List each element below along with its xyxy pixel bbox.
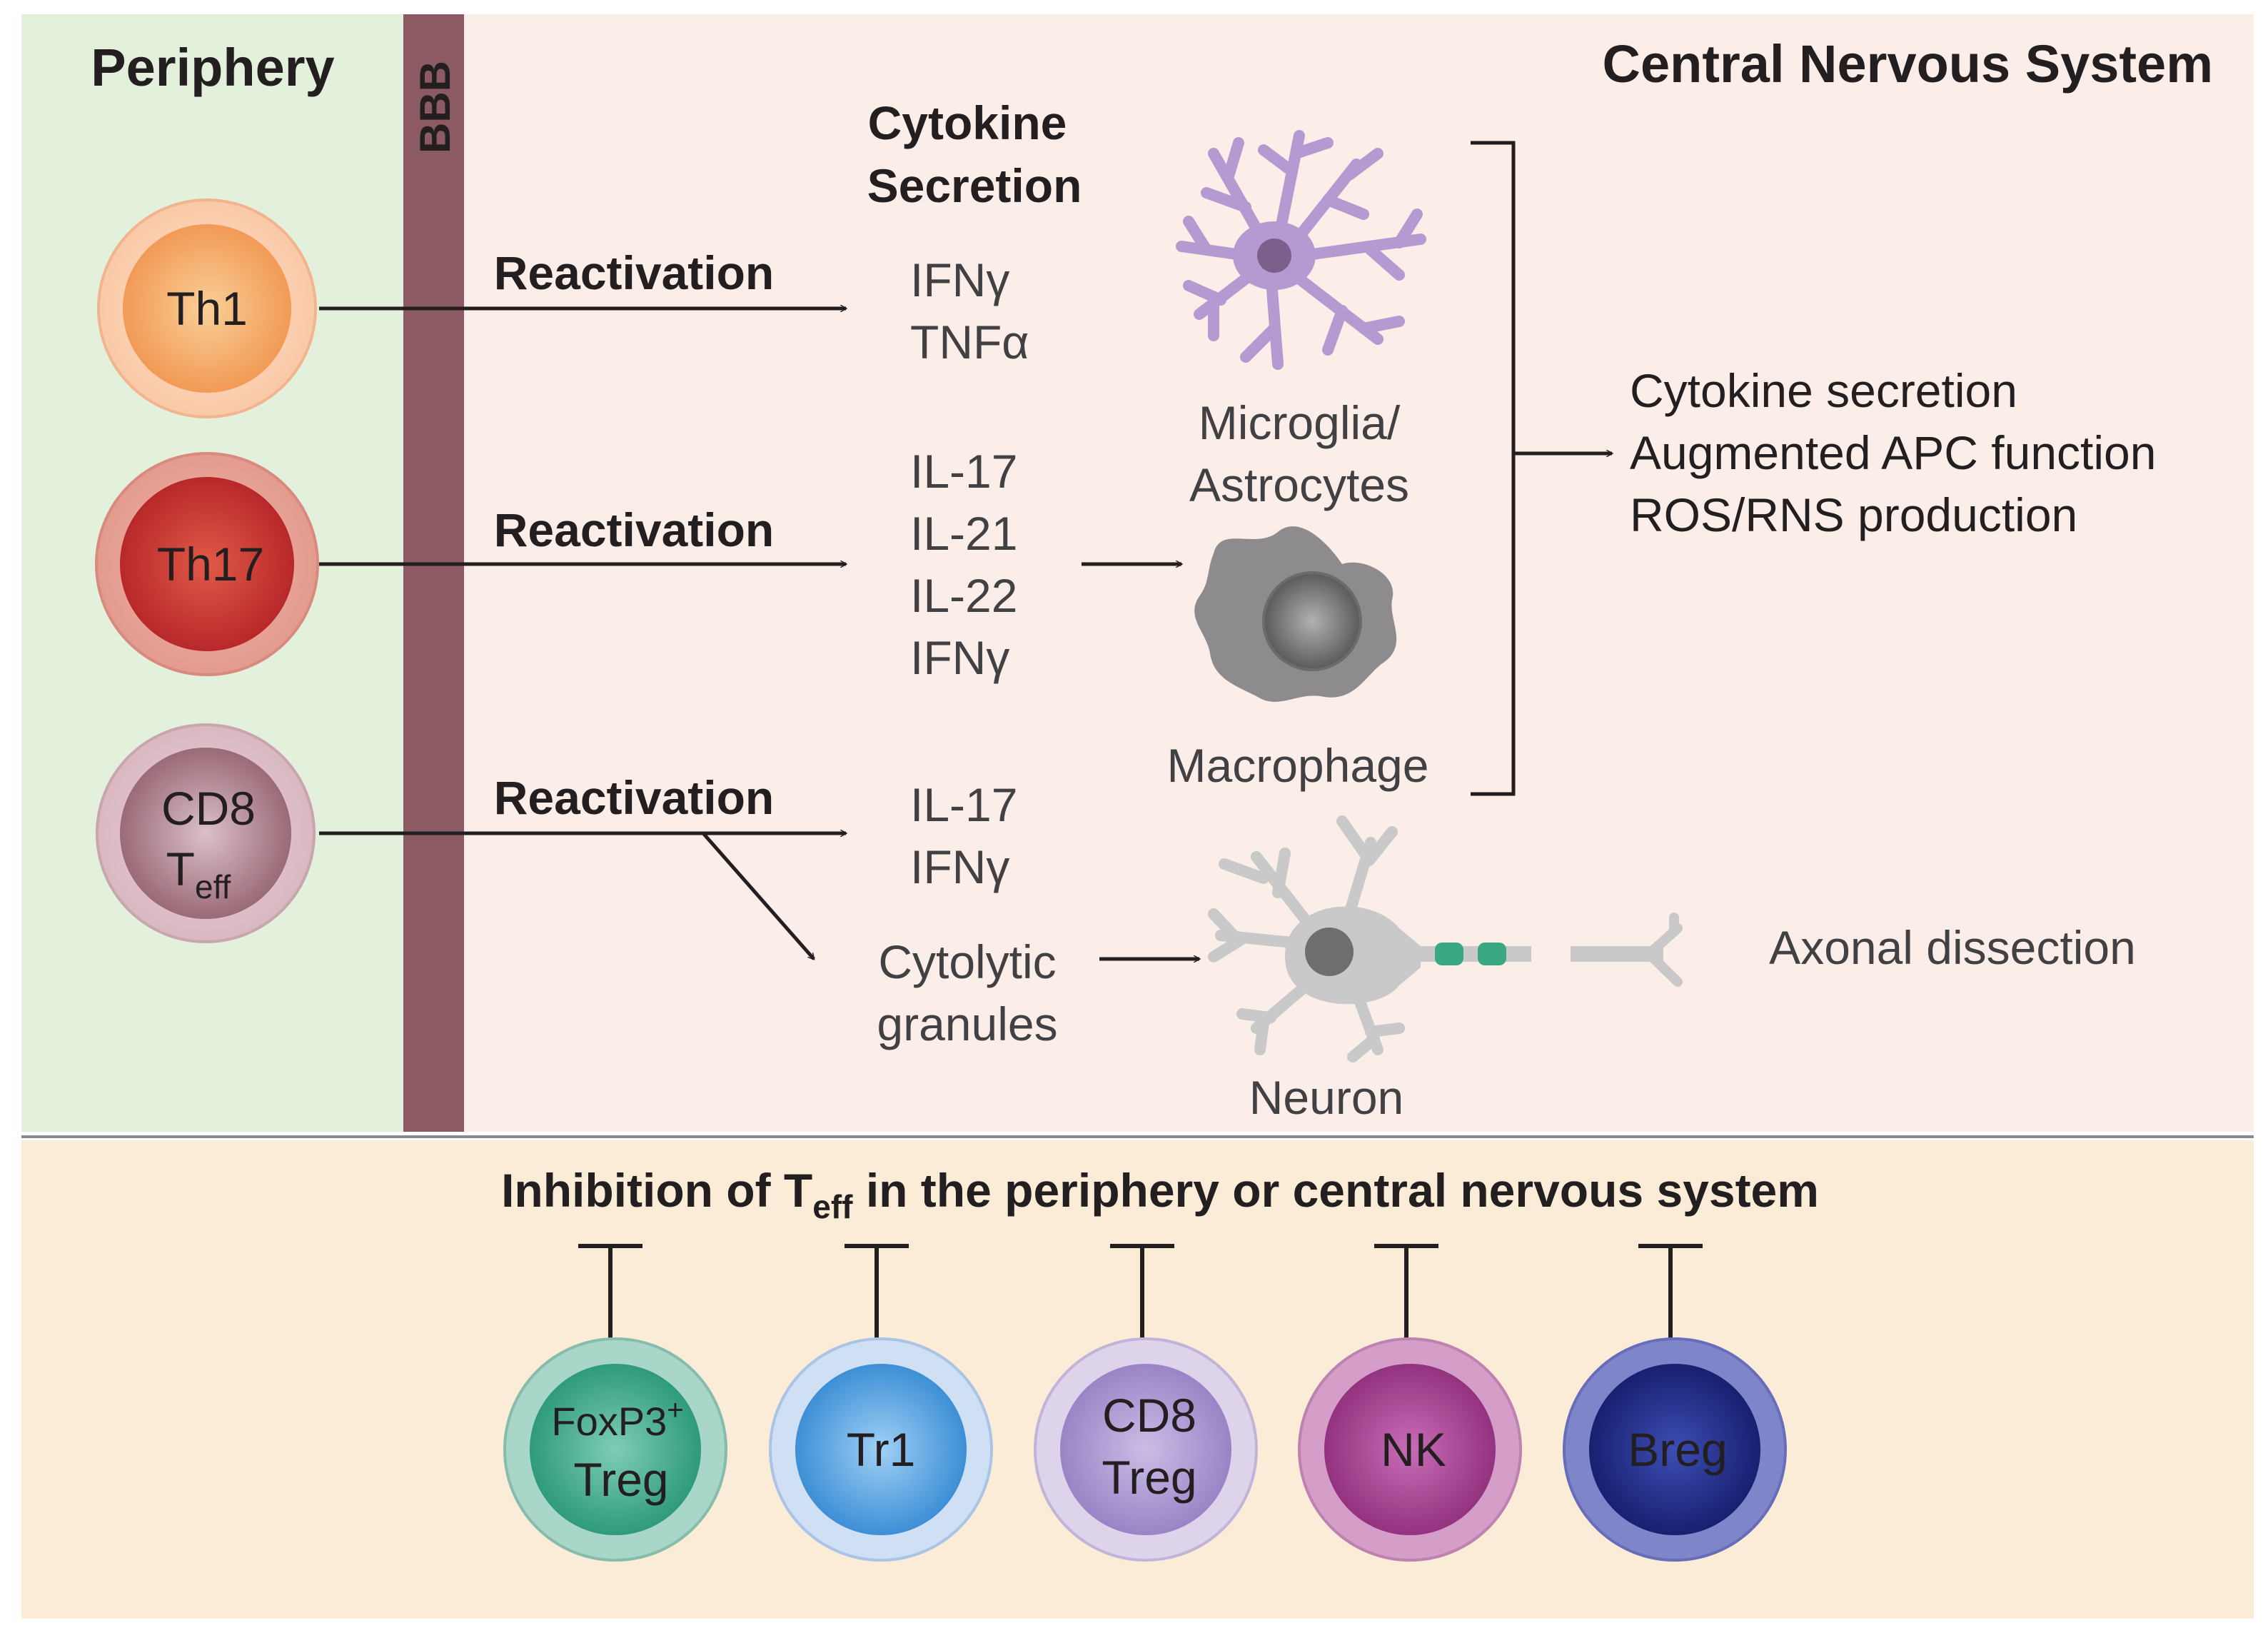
th1-cell: Th1 bbox=[97, 199, 317, 418]
axonal-dissection-label: Axonal dissection bbox=[1769, 921, 2136, 974]
teff-label: Teff bbox=[166, 843, 231, 905]
cytokine-ifng: IFNγ bbox=[910, 253, 1009, 306]
cytokine-header-line1: Cytokine bbox=[868, 96, 1067, 149]
cd8-cytokines: IL-17 IFNγ bbox=[910, 778, 1017, 893]
cd8-label: CD8 bbox=[161, 782, 256, 835]
cytokine-ifng: IFNγ bbox=[910, 840, 1009, 893]
th17-cytokines: IL-17 IL-21 IL-22 IFNγ bbox=[910, 445, 1017, 684]
outcome-cytokine-secretion: Cytokine secretion bbox=[1630, 364, 2017, 417]
periphery-title: Periphery bbox=[91, 38, 334, 97]
regulatory-cell-nk: NK bbox=[1298, 1244, 1522, 1562]
nk-label: NK bbox=[1381, 1423, 1446, 1476]
cytokine-il21: IL-21 bbox=[910, 507, 1017, 560]
cytokine-il17: IL-17 bbox=[910, 778, 1017, 831]
cytolytic-label-line1: Cytolytic bbox=[878, 935, 1056, 988]
reactivation-label-1: Reactivation bbox=[494, 246, 774, 299]
regulatory-cell-tr1: Tr1 bbox=[769, 1244, 993, 1562]
cytolytic-label-line2: granules bbox=[877, 998, 1057, 1050]
foxp3-label: FoxP3+ bbox=[551, 1395, 683, 1444]
cns-title: Central Nervous System bbox=[1603, 34, 2213, 94]
regulatory-cell-cd8-treg: CD8 Treg bbox=[1034, 1244, 1258, 1562]
foxp3-treg-label: Treg bbox=[573, 1453, 668, 1506]
outcome-ros-rns: ROS/RNS production bbox=[1630, 488, 2077, 541]
cytokine-il22: IL-22 bbox=[910, 569, 1017, 622]
cd8-cytolytic-arrow bbox=[702, 832, 815, 959]
cd8-teff-cell: CD8 Teff bbox=[96, 723, 316, 943]
microglia-label-line1: Microglia/ bbox=[1199, 396, 1401, 449]
cytokine-tnfa: TNFα bbox=[910, 316, 1029, 368]
cd8-treg-label-line2: Treg bbox=[1102, 1451, 1196, 1504]
th17-cell: Th17 bbox=[95, 452, 319, 676]
th1-label: Th1 bbox=[166, 282, 248, 335]
inhibition-title: Inhibition of Teff in the periphery or c… bbox=[501, 1164, 1819, 1225]
outcome-list: Cytokine secretion Augmented APC functio… bbox=[1630, 364, 2156, 541]
macrophage-icon bbox=[1194, 526, 1397, 702]
outcome-apc-function: Augmented APC function bbox=[1630, 426, 2156, 479]
cytokine-ifng: IFNγ bbox=[910, 631, 1009, 684]
tr1-label: Tr1 bbox=[847, 1423, 916, 1476]
cytokine-header-line2: Secretion bbox=[867, 159, 1082, 212]
th17-label: Th17 bbox=[157, 538, 264, 591]
neuron-label: Neuron bbox=[1249, 1071, 1403, 1124]
regulatory-cell-breg: Breg bbox=[1563, 1244, 1787, 1562]
microglia-astrocyte-icon bbox=[1176, 130, 1426, 370]
macrophage-label: Macrophage bbox=[1167, 739, 1429, 792]
regulatory-cell-foxp3-treg: FoxP3+ Treg bbox=[503, 1244, 727, 1562]
breg-label: Breg bbox=[1628, 1423, 1727, 1476]
th1-cytokines: IFNγ TNFα bbox=[910, 253, 1029, 368]
reactivation-label-2: Reactivation bbox=[494, 503, 774, 556]
microglia-label-line2: Astrocytes bbox=[1189, 458, 1409, 511]
bbb-label: BBB bbox=[411, 61, 459, 154]
target-bracket bbox=[1471, 141, 1516, 796]
bbb-bar bbox=[403, 14, 464, 1132]
cytokine-il17: IL-17 bbox=[910, 445, 1017, 498]
neuron-icon bbox=[1208, 815, 1683, 1062]
cd8-treg-label-line1: CD8 bbox=[1102, 1389, 1196, 1442]
reactivation-label-3: Reactivation bbox=[494, 771, 774, 824]
